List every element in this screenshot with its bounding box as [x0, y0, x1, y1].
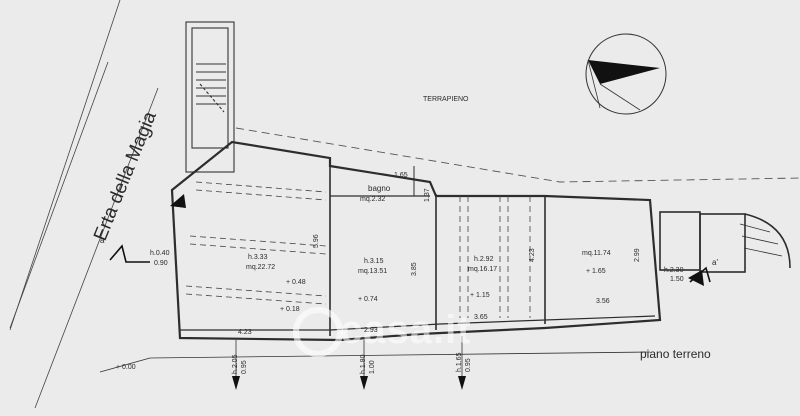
room-1-height: h.3.33 [248, 254, 268, 261]
door-3-base: 0.95 [465, 358, 472, 372]
dimension-423: 4.23 [238, 329, 252, 336]
room-5-area: mq.11.74 [582, 250, 611, 257]
dimension-293: 2.93 [364, 327, 378, 334]
door-leaders [235, 336, 463, 376]
annex [659, 211, 791, 273]
room-3-name: bagno [368, 184, 391, 193]
watermark: casa.it [340, 308, 472, 352]
section-marker-left-icon [109, 244, 150, 263]
building-outline [170, 140, 662, 342]
room-1-area: mq.22.72 [246, 264, 276, 271]
room-3-area: mq.2.32 [360, 196, 386, 203]
level-1: + 0.48 [286, 279, 306, 286]
north-arrow-icon [585, 33, 667, 115]
level-3: + 0.74 [358, 296, 378, 303]
dimension-385: 3.85 [411, 262, 418, 276]
window-marker-icon [688, 270, 704, 286]
door-marker-1-icon [232, 376, 240, 390]
door-2-base: 1.00 [369, 360, 376, 374]
door-1-height: h.2.05 [232, 354, 239, 374]
dimension-356: 3.56 [596, 298, 610, 305]
door-2-height: h.1.80 [360, 354, 367, 374]
beam-lines [185, 181, 531, 318]
room-4-area: mq.16.17 [468, 266, 498, 273]
dimension-596: 5.96 [313, 234, 320, 248]
staircase [185, 21, 235, 173]
section-marker-right: a' [712, 258, 718, 267]
window-right-height: h.2.30 [664, 267, 684, 274]
room-4-height: h.2.92 [474, 256, 494, 263]
room-2-area: mq.13.51 [358, 268, 388, 275]
terrapieno-label: TERRAPIENO [423, 96, 469, 103]
base-strip [99, 351, 651, 373]
door-marker-3-icon [458, 376, 466, 390]
dimension-137: 1.37 [424, 188, 431, 202]
window-right-base: 1.50 [670, 276, 684, 283]
watermark-logo-icon [293, 307, 343, 357]
dimension-423b: 4.23 [529, 248, 536, 262]
door-1-base: 0.95 [241, 360, 248, 374]
level-5: + 1.65 [586, 268, 606, 275]
floor-label: piano terreno [640, 347, 711, 361]
dimension-299: 2.99 [634, 248, 641, 262]
dimension-365: 3.65 [474, 314, 488, 321]
terrapieno-line [235, 127, 800, 183]
room-2-height: h.3.15 [364, 258, 384, 265]
street-boundary [9, 0, 159, 409]
door-3-height: h.1.65 [456, 352, 463, 372]
entry-marker-icon [170, 194, 186, 208]
door-marker-2-icon [360, 376, 368, 390]
level-4: + 1.15 [470, 292, 490, 299]
section-marker-left: a [100, 236, 105, 245]
level-2: + 0.18 [280, 306, 300, 313]
window-left-height: h.0.40 [150, 250, 170, 257]
level-base: + 0.00 [116, 364, 136, 371]
window-left-base: 0.90 [154, 260, 168, 267]
dimension-165: 1.65 [394, 172, 408, 179]
